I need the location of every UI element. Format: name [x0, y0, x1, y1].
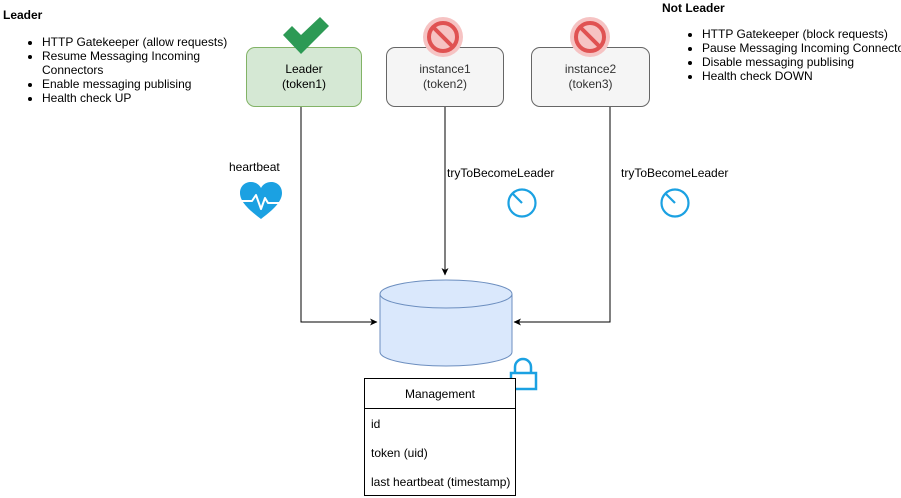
heartbeat-label: heartbeat	[229, 160, 280, 174]
field-token: token (uid)	[371, 445, 428, 460]
instance1-node[interactable]: instance1 (token2)	[386, 47, 504, 107]
try-become-leader-label-1: tryToBecomeLeader	[447, 166, 555, 180]
try-become-leader-label-2: tryToBecomeLeader	[621, 166, 729, 180]
leader-to-db-edge	[300, 107, 378, 326]
not-leader-panel-title: Not Leader	[662, 1, 725, 15]
leader-node-token: (token1)	[281, 77, 327, 91]
leader-actions-list: HTTP Gatekeeper (allow requests) Resume …	[18, 35, 257, 105]
instance1-node-name: instance1	[419, 62, 471, 76]
not-leader-actions-list: HTTP Gatekeeper (block requests) Pause M…	[678, 27, 901, 83]
instance2-node-name: instance2	[564, 62, 617, 76]
leader-panel-title: Leader	[3, 8, 43, 22]
list-item: Pause Messaging Incoming Connectors	[702, 41, 901, 55]
leader-node-name: Leader	[285, 62, 323, 76]
list-item: Health check UP	[42, 91, 257, 105]
list-item: Health check DOWN	[702, 69, 901, 83]
list-item: Disable messaging publising	[702, 55, 901, 69]
list-item: HTTP Gatekeeper (block requests)	[702, 27, 901, 41]
instance2-node[interactable]: instance2 (token3)	[531, 47, 650, 107]
table-row: token (uid)	[365, 438, 515, 467]
list-item: Enable messaging publising	[42, 77, 257, 91]
instance2-node-token: (token3)	[568, 77, 613, 91]
list-item: HTTP Gatekeeper (allow requests)	[42, 35, 257, 49]
table-row: last heartbeat (timestamp)	[365, 467, 515, 496]
leader-node[interactable]: Leader (token1)	[246, 47, 362, 107]
table-title: Management	[404, 386, 476, 401]
instance2-to-db-edge	[513, 107, 611, 326]
instance1-node-token: (token2)	[422, 77, 468, 91]
table-header: Management	[365, 379, 515, 409]
management-table[interactable]: Management id token (uid) last heartbeat…	[364, 378, 516, 496]
table-row: id	[365, 409, 515, 438]
field-id: id	[371, 416, 381, 431]
field-last-heartbeat: last heartbeat (timestamp)	[371, 474, 511, 489]
list-item: Resume Messaging Incoming Connectors	[42, 49, 257, 77]
